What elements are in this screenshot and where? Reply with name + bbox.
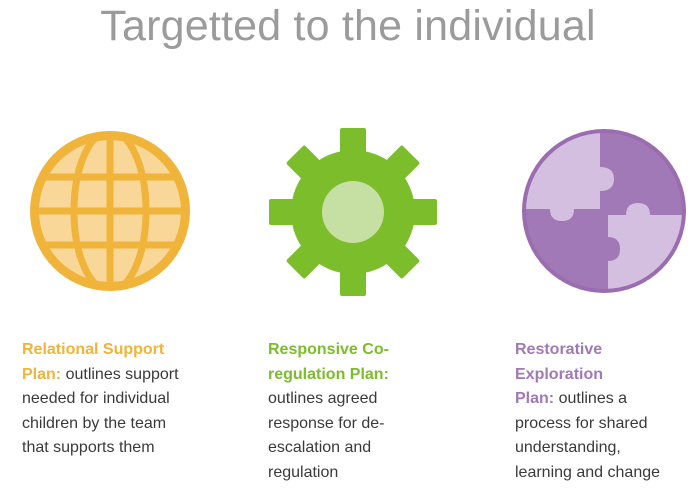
caption-text: escalation and: [268, 439, 372, 456]
caption-text: outlines support: [61, 365, 179, 383]
responsive-coregulation-heading-cont: regulation Plan:: [268, 365, 389, 383]
gear-icon: [269, 128, 437, 296]
caption-text: understanding,: [515, 439, 621, 456]
caption-text: process for shared: [515, 414, 648, 432]
caption-text: regulation: [268, 463, 339, 481]
relational-support-plan-caption: Relational Support Plan: outlines suppor…: [22, 338, 179, 461]
restorative-exploration-heading-cont: Exploration: [515, 365, 604, 383]
restorative-exploration-heading-end: Plan:: [515, 390, 555, 407]
caption-text: learning and change: [515, 463, 661, 481]
caption-text: response for de-: [268, 414, 385, 432]
caption-text: needed for individual: [22, 390, 170, 407]
relational-support-heading-cont: Plan:: [22, 365, 62, 383]
restorative-exploration-heading: Restorative: [515, 341, 603, 358]
puzzle-icon: [520, 127, 688, 295]
restorative-exploration-plan-caption: Restorative Exploration Plan: outlines a…: [515, 338, 660, 485]
caption-text: outlines a: [554, 390, 628, 407]
responsive-coregulation-plan-caption: Responsive Co- regulation Plan: outlines…: [268, 338, 389, 485]
caption-text: outlines agreed: [268, 390, 378, 407]
responsive-coregulation-heading: Responsive Co-: [268, 341, 389, 358]
caption-text: children by the team: [22, 414, 167, 432]
page-title: Targetted to the individual: [100, 2, 596, 50]
caption-text: that supports them: [22, 439, 155, 456]
relational-support-heading: Relational Support: [22, 341, 165, 358]
globe-icon: [26, 127, 194, 295]
